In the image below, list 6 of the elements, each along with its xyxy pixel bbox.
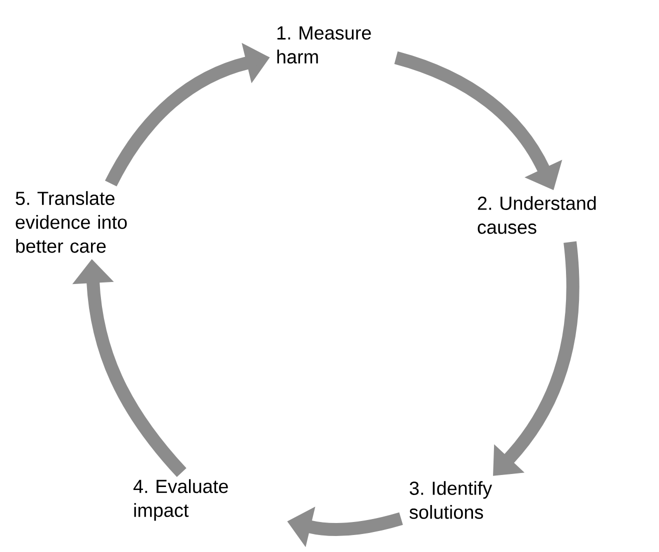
step-label: 5. Translate evidence into better care: [16, 191, 127, 253]
arrow: [493, 241, 580, 476]
step-label: 3. Identify solutions: [410, 481, 492, 519]
step-label: 1. Measure harm: [277, 26, 371, 64]
step-label: 4. Evaluate impact: [133, 479, 228, 521]
step-label: 2. Understand causes: [478, 196, 596, 234]
